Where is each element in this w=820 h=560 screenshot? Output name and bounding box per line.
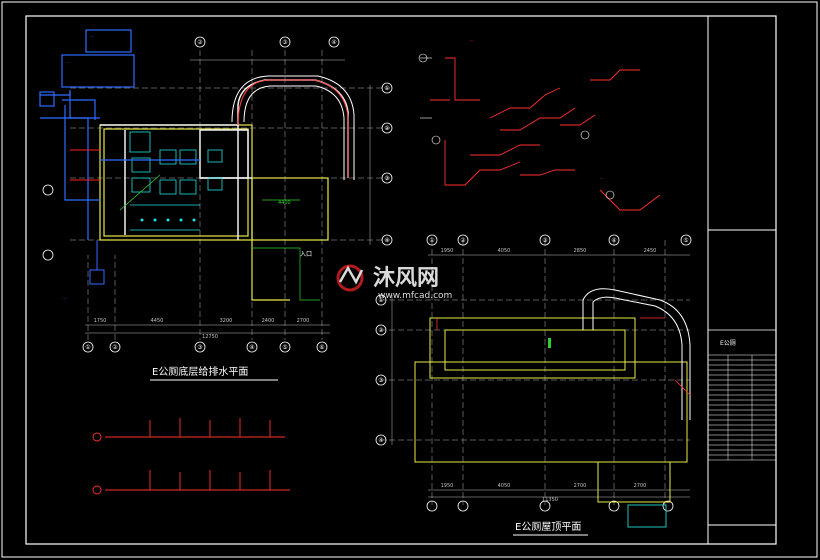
- dim-bottom-2: 4450: [151, 318, 164, 324]
- supply-isometric-diagram: [92, 418, 290, 495]
- supply-note-1: ···: [90, 34, 94, 39]
- ground-floor-plan: ② ③ ④ ① ② ③ ④ ① ② ③ ④ ⑤ ⑥ 1750 4450 3200…: [39, 29, 393, 381]
- axis-bottom-2: ②: [112, 344, 118, 351]
- axis-right-2: ②: [384, 125, 390, 132]
- dim-total: 12750: [202, 334, 218, 340]
- drawing-frame-inner: [25, 15, 777, 545]
- dim-bottom-3: 3200: [220, 318, 233, 324]
- roof-dim-bottom-3: 2700: [574, 483, 587, 489]
- roof-axis-left-1: ①: [378, 297, 383, 304]
- drainage-isometric-diagram: [430, 57, 661, 211]
- axis-right-4: ④: [384, 237, 389, 244]
- roof-axis-top-1: ①: [429, 237, 434, 244]
- roof-dim-top-4: 2450: [644, 248, 657, 254]
- roof-axis-left-2: ②: [378, 327, 384, 334]
- axis-right-3: ③: [384, 175, 389, 182]
- roof-dim-bottom-1: 1950: [441, 483, 454, 489]
- room-dimension: 4400: [278, 200, 291, 206]
- dim-bottom-1: 1750: [94, 318, 107, 324]
- watermark: 沐风网 www.mfcad.com: [336, 264, 452, 301]
- axis-bottom-5: ⑤: [282, 344, 287, 351]
- roof-dim-bottom-2: 4050: [498, 483, 511, 489]
- drain-well-note: ···: [62, 296, 67, 302]
- roof-plan: ① ② ③ ④ ⑤ ① ② ③ ④ 1950 4050 2850 2450 19…: [375, 234, 692, 536]
- roof-dim-bottom-4: 2700: [634, 483, 647, 489]
- supply-note-2: ···: [66, 60, 70, 65]
- dim-bottom-5: 2700: [297, 318, 310, 324]
- roof-dim-top-2: 4050: [498, 248, 511, 254]
- iso-note-1: ···: [470, 38, 474, 43]
- axis-top-2: ②: [197, 39, 203, 46]
- roof-dim-top-3: 2850: [574, 248, 587, 254]
- axis-top-4: ④: [331, 39, 336, 46]
- roof-axis-top-5: ⑤: [683, 237, 688, 244]
- drain-pipe-ring: [237, 79, 349, 178]
- axis-bottom-6: ⑥: [319, 344, 324, 351]
- roof-axis-top-3: ③: [542, 237, 547, 244]
- axis-right-1: ①: [384, 85, 389, 92]
- roof-axis-left-4: ④: [378, 437, 383, 444]
- entry-label: 入口: [300, 251, 312, 258]
- roof-dim-top-1: 1950: [441, 248, 454, 254]
- roof-plan-title: E公厕屋顶平面: [515, 521, 581, 533]
- roof-axis-left-3: ③: [378, 377, 383, 384]
- dim-bottom-4: 2400: [262, 318, 275, 324]
- roof-axis-top-4: ④: [611, 237, 616, 244]
- ground-plan-title: E公厕底层给排水平面: [152, 365, 248, 378]
- axis-bottom-4: ④: [249, 344, 254, 351]
- mf-logo-icon: [336, 264, 364, 292]
- axis-bottom-3: ③: [197, 344, 202, 351]
- axis-top-3: ③: [282, 39, 287, 46]
- axis-bottom-1: ①: [85, 344, 90, 351]
- roof-dim-total: 11350: [542, 497, 558, 503]
- watermark-brand: 沐风网: [373, 266, 439, 291]
- title-block-label: E公厕: [720, 340, 736, 347]
- roof-axis-top-2: ②: [460, 237, 466, 244]
- title-block: E公厕: [707, 16, 776, 544]
- iso-note-2: ···: [600, 176, 604, 181]
- watermark-url: www.mfcad.com: [378, 291, 452, 301]
